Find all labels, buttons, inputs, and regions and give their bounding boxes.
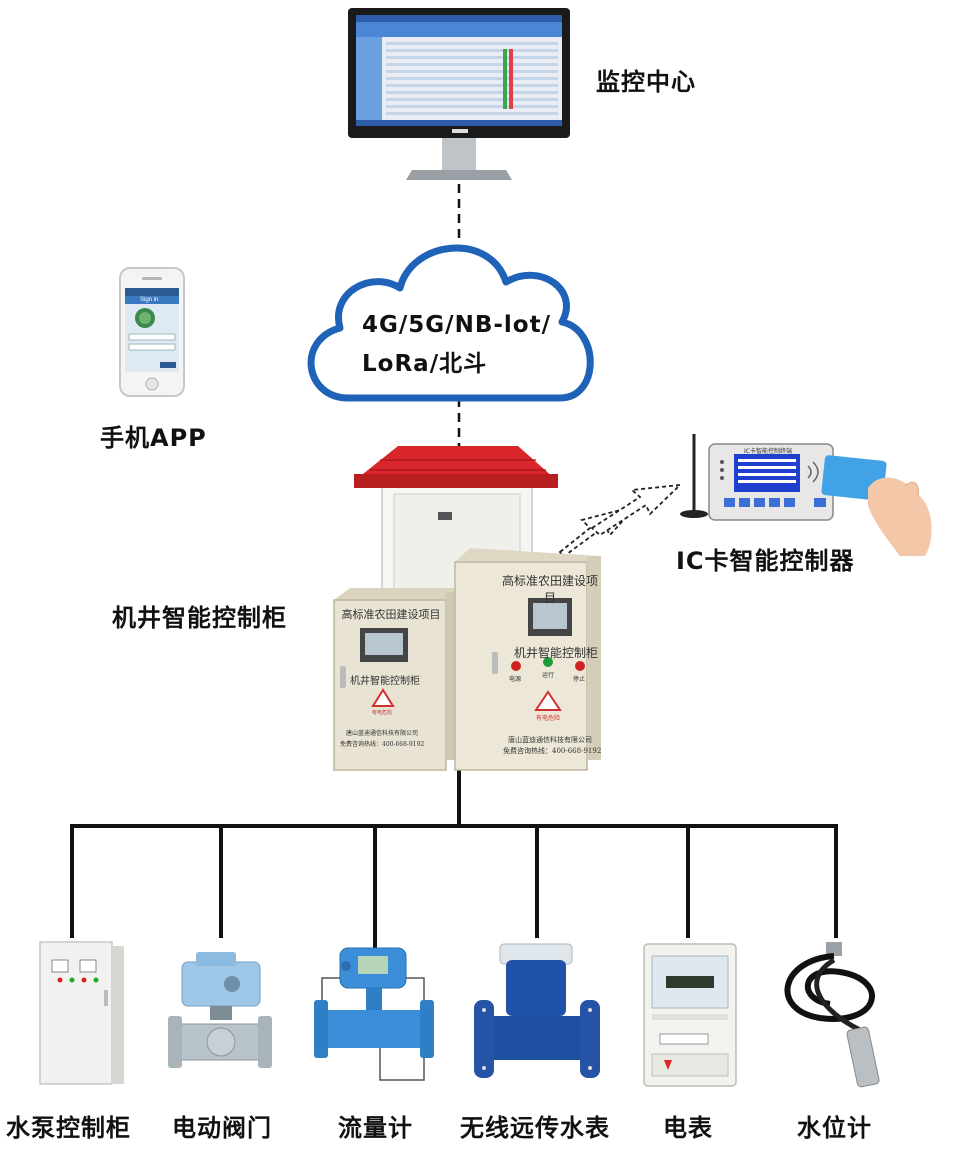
mobile-app-label: 手机APP bbox=[100, 424, 207, 452]
device-label-water-meter: 无线远传水表 bbox=[460, 1114, 610, 1142]
cabinet-small-hotline: 免费咨询热线：400-668-9192 bbox=[340, 741, 425, 748]
cabinet-small-warning: 有电危险 bbox=[372, 710, 393, 716]
phone-screen-title: Sign in bbox=[140, 297, 159, 303]
cabinet-small-company: 唐山蓝迪通信科技有限公司 bbox=[346, 730, 419, 737]
cloud-network-line2: LoRa/北斗 bbox=[362, 351, 488, 377]
well-cabinet-label: 机井智能控制柜 bbox=[112, 604, 287, 632]
cabinet-small-name: 机井智能控制柜 bbox=[350, 676, 420, 687]
cabinet-large-warning: 有电危险 bbox=[536, 715, 561, 722]
cabinet-large-project: 高标准农田建设项目 bbox=[501, 574, 598, 605]
device-label-electric-meter: 电表 bbox=[663, 1114, 713, 1142]
cabinet-large-btn-run: 运行 bbox=[542, 672, 555, 679]
wireless-arrow-icon bbox=[558, 483, 683, 559]
ic-device-title: IC卡智能控制终端 bbox=[744, 448, 792, 455]
cabinet-small-project: 高标准农田建设项目 bbox=[341, 608, 441, 621]
monitor-center-label: 监控中心 bbox=[596, 68, 696, 96]
cabinet-large-btn-stop: 停止 bbox=[573, 676, 586, 683]
device-label-pump-cabinet: 水泵控制柜 bbox=[6, 1114, 131, 1142]
cloud-network-line1: 4G/5G/NB-lot/ bbox=[362, 312, 551, 338]
cabinet-large-name: 机井智能控制柜 bbox=[514, 646, 599, 660]
device-label-electric-valve: 电动阀门 bbox=[172, 1114, 272, 1142]
cabinet-large-btn-power: 电源 bbox=[509, 676, 522, 683]
device-label-flow-meter: 流量计 bbox=[338, 1114, 413, 1142]
device-label-water-level: 水位计 bbox=[797, 1114, 872, 1142]
cabinet-large-company: 唐山蓝迪通信科技有限公司 bbox=[508, 736, 592, 744]
cabinet-large-hotline: 免费咨询热线：400-668-9192 bbox=[503, 747, 602, 755]
ic-card-controller-label: IC卡智能控制器 bbox=[676, 547, 855, 575]
